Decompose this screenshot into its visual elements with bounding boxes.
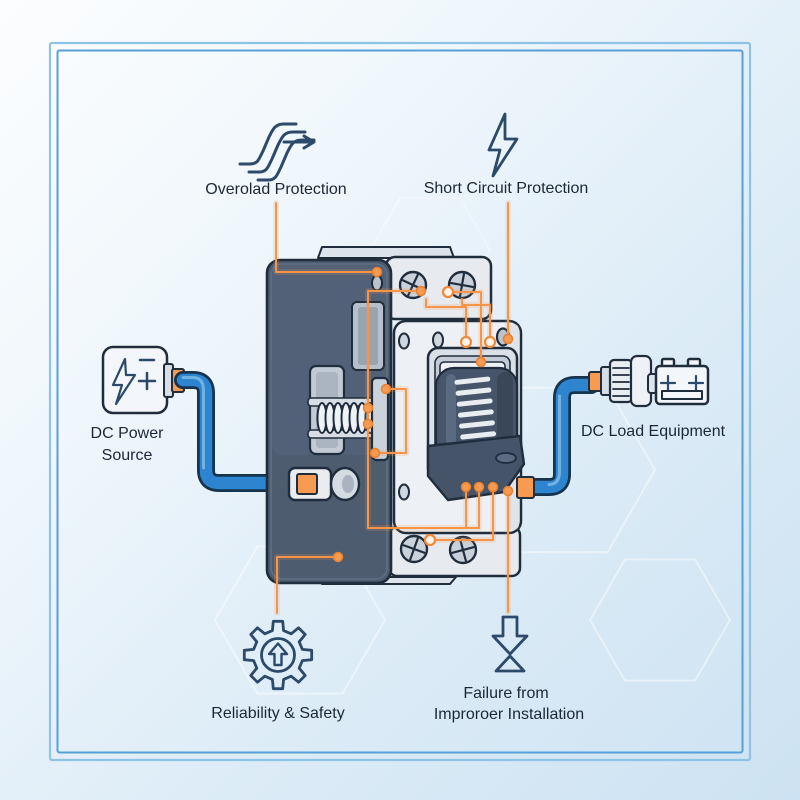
- border-frame: [48, 41, 752, 762]
- armature-bar: [370, 376, 390, 462]
- small-screw: [432, 331, 444, 349]
- dc-load-plug-icon: [588, 354, 658, 408]
- connector-tab-orange: [516, 476, 535, 499]
- dc-power-source-label-line2: Source: [102, 447, 153, 464]
- battery-icon: [654, 357, 710, 406]
- failure-label-line1: Failure from: [463, 685, 548, 702]
- failure-label-line2: Improroer Installation: [434, 706, 584, 723]
- power-cable-right: [519, 376, 600, 496]
- left-cable-connector: [287, 466, 361, 502]
- reliability-safety-label: Reliability & Safety: [211, 705, 344, 722]
- short-circuit-protection-icon: [487, 112, 519, 178]
- spring-mechanism: [307, 301, 390, 462]
- short-circuit-protection-label: Short Circuit Protection: [424, 180, 589, 197]
- overload-protection-label: Overolad Protection: [205, 181, 346, 198]
- connector-tab-orange: [296, 473, 318, 495]
- power-cable-left: [174, 371, 301, 492]
- callout-nodes: [332, 266, 514, 563]
- dc-power-source-icon: [101, 345, 185, 415]
- improper-installation-failure-icon: [491, 615, 529, 673]
- overload-protection-icon: [238, 122, 316, 182]
- small-screw: [398, 483, 410, 501]
- dc-load-equipment-label: DC Load Equipment: [581, 423, 726, 440]
- dc-power-source-label-line1: DC Power: [91, 425, 165, 442]
- toggle-switch: [426, 346, 526, 502]
- terminal-screw: [399, 534, 429, 564]
- bottom-terminal-block: [370, 525, 522, 578]
- small-screw: [398, 332, 410, 350]
- reliability-safety-icon: [242, 619, 314, 691]
- circuit-breaker-illustration: [265, 246, 535, 585]
